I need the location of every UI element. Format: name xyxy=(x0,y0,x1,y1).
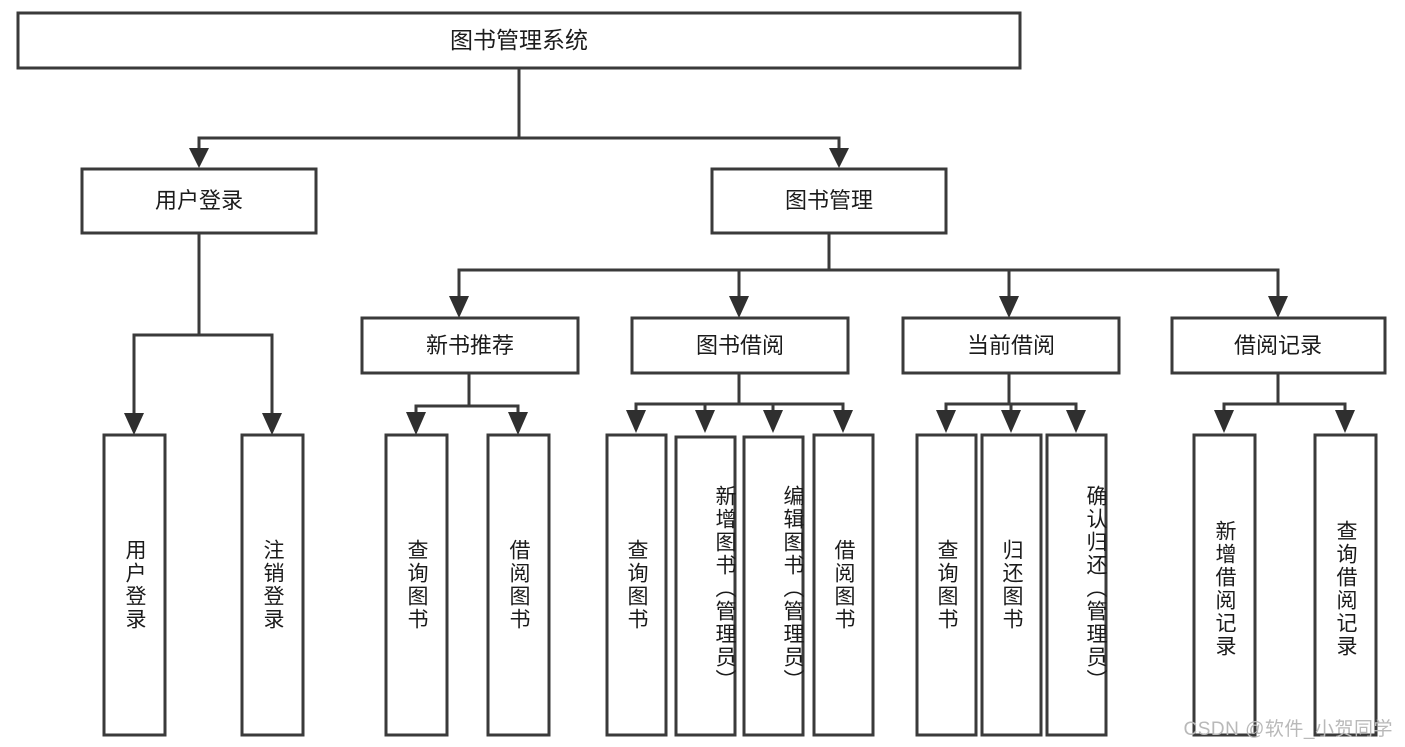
arrow-to-leaf-query-record xyxy=(1335,410,1355,433)
arrow-to-leaf-user-login xyxy=(124,413,144,435)
arrow-to-user-login xyxy=(189,148,209,168)
arrow-to-leaf-query-book-3 xyxy=(936,410,956,433)
arrow-to-leaf-edit-book xyxy=(763,410,783,433)
leaf-box-query-record[interactable] xyxy=(1313,433,1378,737)
node-current-borrow[interactable]: 当前借阅 xyxy=(901,316,1121,375)
node-book-borrow-label: 图书借阅 xyxy=(696,333,784,358)
watermark-text: CSDN @软件_小贺同学 xyxy=(1183,719,1393,740)
arrow-to-leaf-add-book xyxy=(695,410,715,433)
leaf-box-query-book-1[interactable] xyxy=(384,433,449,737)
connector-new-book-recommend-to-leaves xyxy=(406,371,528,435)
arrow-to-leaf-confirm-return xyxy=(1066,410,1086,433)
node-borrow-record-label: 借阅记录 xyxy=(1234,333,1322,358)
connector-book-manage-to-level2 xyxy=(449,231,1288,318)
node-root[interactable]: 图书管理系统 xyxy=(16,11,1022,70)
node-user-login[interactable]: 用户登录 xyxy=(80,167,318,235)
arrow-to-leaf-add-record xyxy=(1214,410,1234,433)
node-book-borrow[interactable]: 图书借阅 xyxy=(630,316,850,375)
node-root-label: 图书管理系统 xyxy=(450,27,588,53)
connector-book-borrow-to-leaves xyxy=(626,371,853,433)
arrow-to-new-book-recommend xyxy=(449,296,469,318)
arrow-to-current-borrow xyxy=(999,296,1019,318)
leaf-box-add-record[interactable] xyxy=(1192,433,1257,737)
connector-current-borrow-to-leaves xyxy=(936,371,1086,433)
arrow-to-borrow-record xyxy=(1268,296,1288,318)
node-book-manage[interactable]: 图书管理 xyxy=(710,167,948,235)
leaf-box-edit-book[interactable] xyxy=(742,435,805,737)
connector-user-login-to-leaves xyxy=(124,231,282,435)
leaf-box-add-book[interactable] xyxy=(674,435,737,737)
node-book-manage-label: 图书管理 xyxy=(785,188,873,213)
node-new-book-recommend[interactable]: 新书推荐 xyxy=(360,316,580,375)
node-borrow-record[interactable]: 借阅记录 xyxy=(1170,316,1387,375)
leaf-box-user-login[interactable] xyxy=(102,433,167,737)
leaf-box-borrow-book-2[interactable] xyxy=(812,433,875,737)
leaf-box-return-book[interactable] xyxy=(980,433,1043,737)
arrow-to-leaf-borrow-book-1 xyxy=(508,412,528,435)
leaf-box-confirm-return[interactable] xyxy=(1045,433,1108,737)
arrow-to-book-manage xyxy=(829,148,849,168)
node-new-book-recommend-label: 新书推荐 xyxy=(426,333,514,358)
node-user-login-label: 用户登录 xyxy=(155,188,243,213)
leaf-box-query-book-2[interactable] xyxy=(605,433,668,737)
leaf-box-borrow-book-1[interactable] xyxy=(486,433,551,737)
arrow-to-leaf-return-book xyxy=(1001,410,1021,433)
arrow-to-leaf-logout-login xyxy=(262,413,282,435)
arrow-to-leaf-query-book-2 xyxy=(626,410,646,433)
arrow-to-leaf-query-book-1 xyxy=(406,412,426,435)
connector-root-to-level1 xyxy=(189,66,849,168)
node-current-borrow-label: 当前借阅 xyxy=(967,333,1055,358)
leaf-box-query-book-3[interactable] xyxy=(915,433,978,737)
arrow-to-book-borrow xyxy=(729,296,749,318)
connector-borrow-record-to-leaves xyxy=(1214,371,1355,433)
arrow-to-leaf-borrow-book-2 xyxy=(833,410,853,433)
leaf-box-logout-login[interactable] xyxy=(240,433,305,737)
